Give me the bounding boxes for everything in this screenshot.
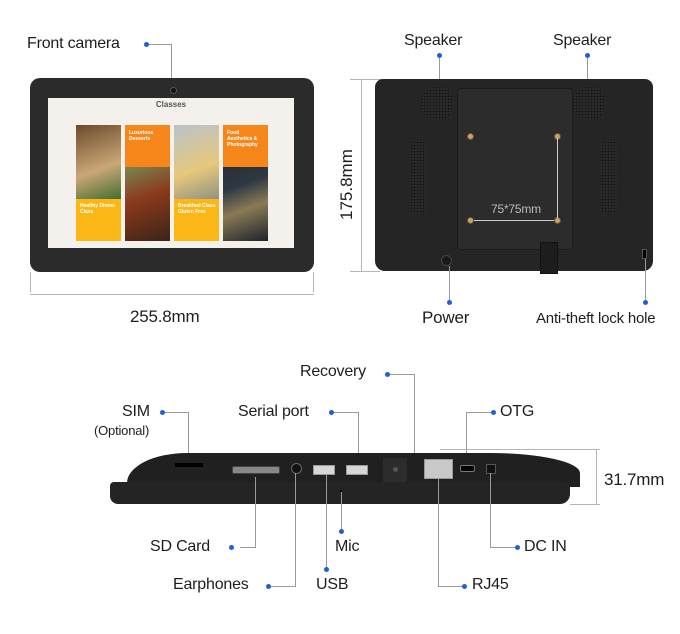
label-usb: USB bbox=[316, 576, 349, 593]
callout-dot bbox=[491, 410, 496, 415]
label-speaker-right: Speaker bbox=[553, 32, 612, 49]
label-power: Power bbox=[422, 308, 470, 327]
callout-dot bbox=[339, 529, 344, 534]
vent-right bbox=[601, 141, 617, 213]
callout-line bbox=[449, 266, 450, 300]
mic-hole bbox=[340, 490, 342, 492]
label-rj45: RJ45 bbox=[472, 576, 509, 593]
callout-line bbox=[188, 412, 189, 462]
vesa-plate bbox=[457, 88, 573, 250]
callout-line bbox=[466, 412, 491, 413]
callout-dot bbox=[324, 567, 329, 572]
label-sd-card: SD Card bbox=[150, 538, 210, 555]
lock-hole bbox=[642, 249, 647, 259]
power-button[interactable] bbox=[441, 255, 452, 266]
callout-dot bbox=[437, 53, 442, 58]
callout-line bbox=[439, 58, 440, 83]
usb-port bbox=[313, 465, 335, 475]
callout-line bbox=[149, 44, 171, 45]
callout-line bbox=[490, 547, 515, 548]
callout-dot bbox=[144, 42, 149, 47]
callout-line bbox=[390, 374, 414, 375]
dc-in-port bbox=[486, 464, 496, 474]
callout-dot bbox=[462, 584, 467, 589]
class-card[interactable]: Healthy Dinner Class bbox=[76, 125, 121, 241]
callout-line bbox=[171, 44, 172, 87]
label-front-camera: Front camera bbox=[27, 35, 120, 52]
callout-line bbox=[438, 586, 462, 587]
callout-line bbox=[490, 473, 491, 547]
front-camera-icon bbox=[170, 87, 177, 94]
height-dimension: 175.8mm bbox=[337, 149, 356, 220]
callout-line bbox=[165, 412, 188, 413]
tablet-side-base bbox=[110, 482, 570, 504]
otg-port bbox=[460, 465, 475, 472]
vesa-screw bbox=[467, 217, 474, 224]
dimension-line bbox=[596, 449, 597, 505]
label-sim-note: (Optional) bbox=[94, 423, 150, 438]
label-speaker-left: Speaker bbox=[404, 32, 463, 49]
callout-line bbox=[255, 477, 256, 547]
sim-slot bbox=[175, 463, 203, 467]
tablet-screen: Classes Healthy Dinner Class Luxurious D… bbox=[48, 98, 294, 248]
earphone-jack bbox=[291, 463, 302, 474]
callout-line bbox=[240, 547, 256, 548]
callout-dot bbox=[329, 410, 334, 415]
label-lock: Anti-theft lock hole bbox=[536, 310, 656, 327]
vesa-line bbox=[474, 220, 554, 221]
serial-port bbox=[346, 465, 368, 475]
class-card[interactable]: Food Aesthetics & Photography bbox=[223, 125, 268, 241]
width-dimension: 255.8mm bbox=[130, 307, 200, 326]
callout-dot bbox=[160, 410, 165, 415]
callout-line bbox=[295, 473, 296, 586]
rj45-port bbox=[424, 459, 453, 479]
callout-line bbox=[341, 492, 342, 529]
vent-left bbox=[410, 141, 426, 213]
label-sim: SIM bbox=[122, 403, 150, 420]
callout-dot bbox=[643, 300, 648, 305]
dimension-tick bbox=[30, 272, 31, 292]
callout-dot bbox=[266, 584, 271, 589]
callout-dot bbox=[229, 545, 234, 550]
depth-dimension: 31.7mm bbox=[604, 470, 665, 489]
label-dc-in: DC IN bbox=[524, 538, 567, 555]
callout-dot bbox=[447, 300, 452, 305]
vesa-screw bbox=[467, 133, 474, 140]
callout-line bbox=[587, 58, 588, 83]
label-recovery: Recovery bbox=[300, 363, 366, 380]
label-otg: OTG bbox=[500, 403, 535, 420]
recovery-button[interactable] bbox=[393, 467, 398, 472]
callout-dot bbox=[585, 53, 590, 58]
vesa-label: 75*75mm bbox=[491, 202, 541, 216]
dimension-tick bbox=[350, 271, 380, 272]
speaker-grill-left bbox=[420, 86, 454, 120]
callout-dot bbox=[515, 545, 520, 550]
vesa-screw bbox=[554, 217, 561, 224]
callout-line bbox=[438, 478, 439, 586]
callout-line bbox=[271, 586, 296, 587]
callout-line bbox=[466, 412, 467, 464]
dimension-tick bbox=[570, 504, 600, 505]
class-card[interactable]: Luxurious Desserts bbox=[125, 125, 170, 241]
dimension-line bbox=[30, 294, 314, 295]
callout-line bbox=[334, 412, 358, 413]
vesa-line bbox=[557, 138, 558, 218]
callout-line bbox=[414, 374, 415, 466]
speaker-grill-right bbox=[572, 86, 606, 120]
class-card[interactable]: Breakfast Class Gluten Free bbox=[174, 125, 219, 241]
label-serial-port: Serial port bbox=[238, 403, 309, 420]
callout-line bbox=[645, 259, 646, 300]
dimension-line bbox=[361, 79, 362, 271]
sd-card-slot bbox=[232, 466, 280, 474]
dimension-tick bbox=[440, 449, 600, 450]
cable-stand bbox=[540, 242, 558, 274]
label-earphones: Earphones bbox=[173, 576, 249, 593]
label-mic: Mic bbox=[335, 538, 360, 555]
screen-title: Classes bbox=[155, 100, 187, 109]
dimension-tick bbox=[313, 272, 314, 292]
callout-line bbox=[358, 412, 359, 462]
callout-line bbox=[326, 475, 327, 567]
callout-dot bbox=[385, 372, 390, 377]
